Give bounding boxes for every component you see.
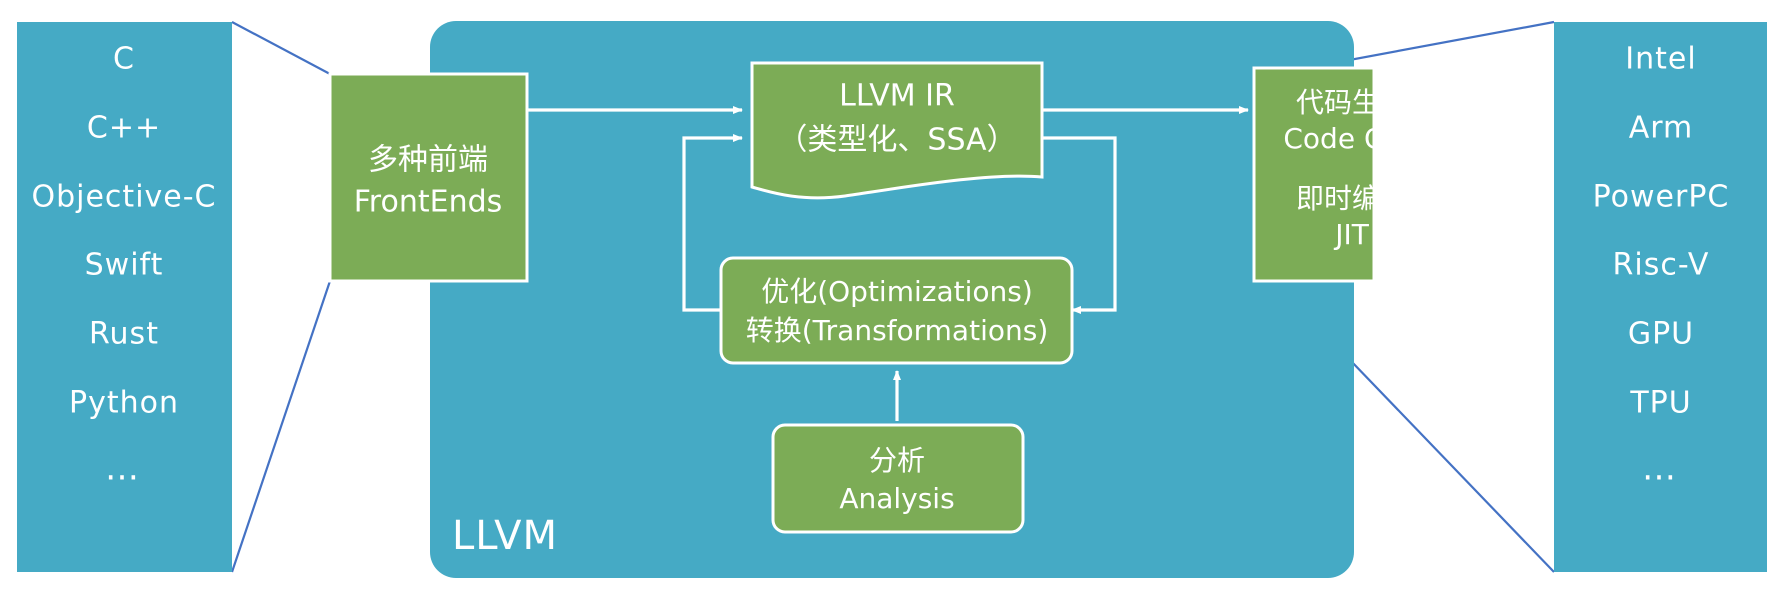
box-analysis-label-cn: 分析 (869, 444, 925, 477)
llvm-container-label: LLVM (452, 513, 558, 559)
left-panel-item-python: Python (69, 386, 179, 421)
right-panel-item-gpu: GPU (1628, 317, 1694, 352)
right-panel-item-tpu: TPU (1629, 386, 1691, 421)
left-panel-item-swift: Swift (85, 248, 164, 283)
arrow-optimizations-to-ir (682, 134, 743, 312)
right-panel-item-ellipsis: … (1642, 449, 1680, 489)
box-codegen-label-jit-en: JIT (1333, 218, 1370, 251)
right-panel-item-powerpc: PowerPC (1593, 180, 1730, 215)
left-panel-item-rust: Rust (89, 317, 159, 352)
box-optimizations[interactable]: 优化(Optimizations) 转换(Transformations) (719, 256, 1074, 365)
box-analysis-shape[interactable] (771, 423, 1025, 534)
box-frontends-label-en: FrontEnds (354, 185, 503, 220)
box-frontends[interactable]: 多种前端 FrontEnds (328, 72, 529, 283)
right-panel-item-arm: Arm (1629, 111, 1694, 146)
left-panel-item-c: C (113, 42, 135, 77)
box-optimizations-label-2: 转换(Transformations) (746, 314, 1049, 347)
right-panel-background (1554, 22, 1767, 572)
right-panel-item-risc-v: Risc-V (1613, 248, 1710, 283)
box-llvm-ir[interactable]: LLVM IR （类型化、SSA） (750, 61, 1044, 200)
right-panel-target-architectures: Intel Arm PowerPC Risc-V GPU TPU … (1554, 22, 1767, 572)
left-panel-item-cpp: C++ (87, 111, 161, 146)
box-analysis-label-en: Analysis (839, 482, 954, 515)
box-llvm-ir-label-title: LLVM IR (839, 79, 955, 114)
box-frontends-shape[interactable] (328, 72, 529, 283)
arrow-ir-to-optimizations (1042, 136, 1117, 314)
connector-left-bottom (230, 280, 332, 573)
box-codegen[interactable]: 代码生成 Code Gen 即时编译 JIT (1252, 66, 1421, 283)
box-analysis[interactable]: 分析 Analysis (771, 423, 1025, 534)
connector-left-top (231, 21, 331, 75)
box-llvm-ir-label-subtitle: （类型化、SSA） (777, 123, 1016, 158)
box-codegen-shape[interactable] (1252, 66, 1376, 283)
left-panel-item-ellipsis: … (105, 449, 143, 489)
box-llvm-ir-shape[interactable] (750, 61, 1044, 200)
left-panel-background (17, 22, 232, 572)
box-optimizations-label-1: 优化(Optimizations) (761, 275, 1033, 308)
left-panel-source-languages: C C++ Objective-C Swift Rust Python … (17, 22, 232, 572)
box-codegen-label-cn: 代码生成 (1296, 86, 1408, 119)
box-frontends-label-cn: 多种前端 (368, 143, 488, 178)
box-codegen-label-jit-cn: 即时编译 (1296, 182, 1408, 215)
box-codegen-label-en: Code Gen (1283, 122, 1420, 155)
right-panel-item-intel: Intel (1625, 42, 1696, 77)
flow-arrows (527, 106, 1249, 421)
left-panel-item-objective-c: Objective-C (31, 180, 216, 215)
box-optimizations-shape[interactable] (719, 256, 1074, 365)
